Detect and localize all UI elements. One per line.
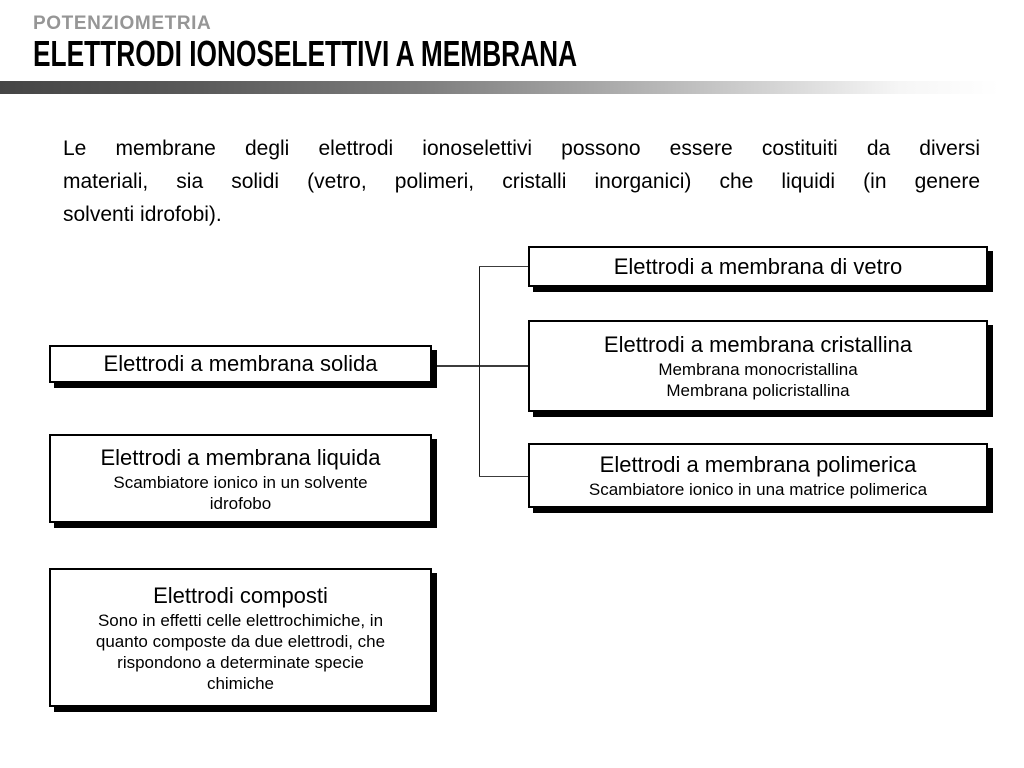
slide-kicker: POTENZIOMETRIA [33,13,212,34]
box-title: Elettrodi a membrana polimerica [599,452,917,477]
box-subtext: Sono in effetti celle elettrochimiche, i… [96,610,385,694]
text-line: Membrana monocristallina [658,360,858,379]
box-elettrodi-membrana-vetro: Elettrodi a membrana di vetro [528,246,988,287]
gradient-divider [0,81,1000,94]
box-elettrodi-composti: Elettrodi composti Sono in effetti celle… [49,568,432,707]
box-title: Elettrodi a membrana liquida [100,444,381,470]
text-line: Sono in effetti celle elettrochimiche, i… [97,610,384,630]
box-elettrodi-membrana-polimerica: Elettrodi a membrana polimerica Scambiat… [528,443,988,508]
text-line: idrofobo [209,493,272,513]
box-title: Elettrodi a membrana cristallina [603,332,913,357]
box-title: Elettrodi composti [153,582,328,608]
text-line: rispondono a determinate specie [117,652,364,672]
connector-root-to-tree [433,365,528,367]
slide-title: ELETTRODI IONOSELETTIVI A MEMBRANA [33,33,578,74]
text-line: Scambiatore ionico in una matrice polime… [588,480,928,499]
text-line: quanto composte da due elettrodi, che [95,631,386,651]
box-title: Elettrodi a membrana solida [103,351,378,376]
connector-branch-polimerica [479,476,528,477]
text-line: solventi idrofobi). [63,203,222,226]
box-subtext: Scambiatore ionico in una matrice polime… [589,479,927,500]
text-line: materiali, sia solidi (vetro, polimeri, … [63,170,980,193]
box-elettrodi-membrana-liquida: Elettrodi a membrana liquida Scambiatore… [49,434,432,523]
intro-paragraph: Le membrane degli elettrodi ionoselettiv… [63,132,980,231]
text-line: Le membrane degli elettrodi ionoselettiv… [63,137,980,160]
box-elettrodi-membrana-cristallina: Elettrodi a membrana cristallina Membran… [528,320,988,412]
text-line: chimiche [206,673,275,693]
box-elettrodi-membrana-solida: Elettrodi a membrana solida [49,345,432,383]
connector-vertical-spine [479,266,480,477]
box-title: Elettrodi a membrana di vetro [613,253,903,279]
text-line: Membrana policristallina [666,381,850,400]
text-line: Scambiatore ionico in un solvente [113,472,368,492]
connector-branch-vetro [479,266,528,267]
